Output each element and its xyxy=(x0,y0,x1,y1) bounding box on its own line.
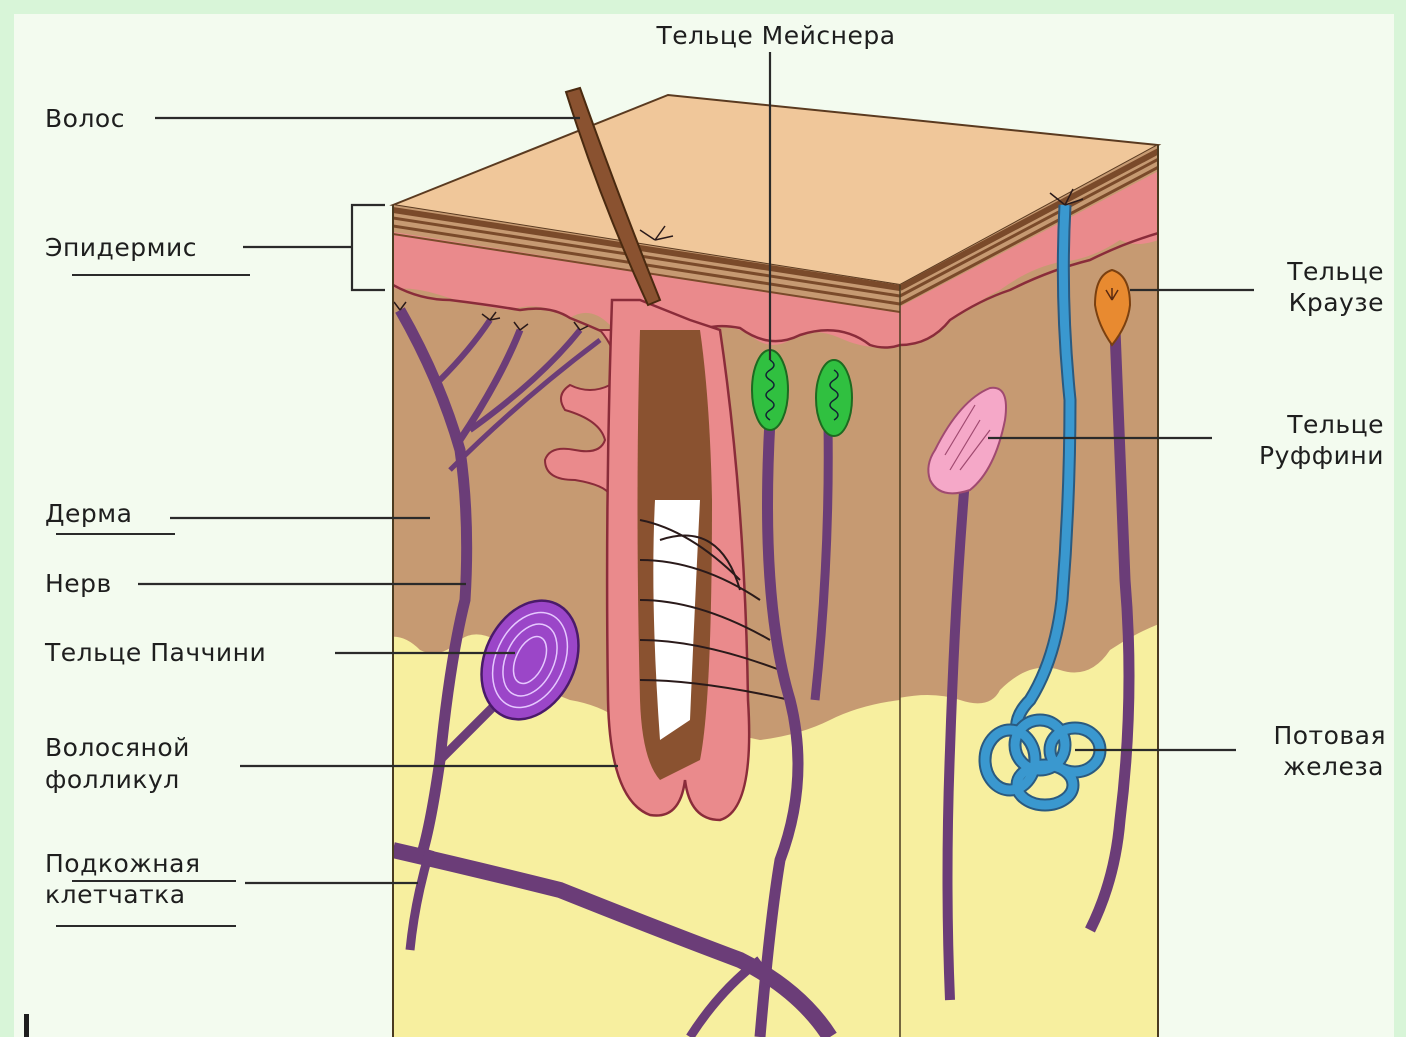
label-krause-line1: Тельце xyxy=(1286,257,1384,286)
label-follicle-line1: Волосяной xyxy=(45,733,190,762)
label-subcutaneous-line1: Подкожная xyxy=(45,849,201,878)
label-ruffini-line2: Руффини xyxy=(1259,441,1384,470)
label-pacinian: Тельце Паччини xyxy=(44,638,266,667)
meissner-corpuscle xyxy=(816,360,852,436)
label-sweat-line2: железа xyxy=(1283,752,1384,781)
label-epidermis: Эпидермис xyxy=(45,233,197,262)
label-ruffini-line1: Тельце xyxy=(1286,410,1384,439)
label-nerve: Нерв xyxy=(45,569,112,598)
label-dermis: Дерма xyxy=(45,499,132,528)
label-sweat-line1: Потовая xyxy=(1273,721,1386,750)
label-krause-line2: Краузе xyxy=(1289,288,1384,317)
label-follicle-line2: фолликул xyxy=(45,765,180,794)
front-face xyxy=(380,180,920,1037)
label-meissner: Тельце Мейснера xyxy=(655,21,895,50)
label-hair: Волос xyxy=(45,104,125,133)
label-subcutaneous-line2: клетчатка xyxy=(45,880,186,909)
